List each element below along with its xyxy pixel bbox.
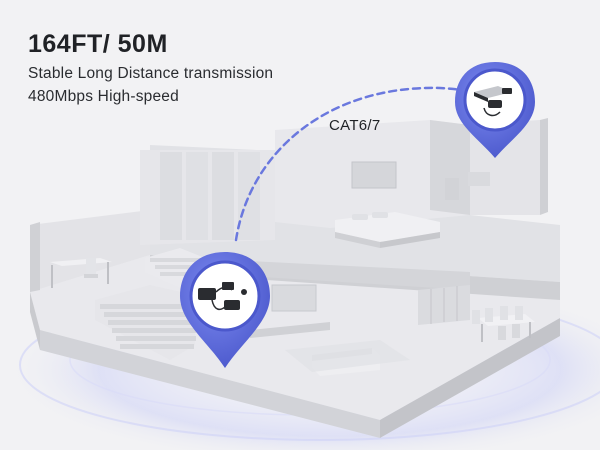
usb-extender-device-icon bbox=[198, 282, 247, 311]
living-room bbox=[250, 284, 470, 376]
location-pin-icon bbox=[180, 252, 270, 368]
location-pin-icon bbox=[455, 62, 535, 158]
lower-staircase bbox=[95, 285, 196, 360]
usb-extender-device-icon bbox=[474, 86, 512, 117]
subtitle-line-1: Stable Long Distance transmission bbox=[28, 65, 274, 82]
headline: 164FT/ 50M bbox=[28, 30, 168, 58]
desk-and-chair bbox=[50, 258, 112, 288]
dining-set bbox=[472, 306, 535, 342]
subtitle-line-2: 480Mbps High-speed bbox=[28, 88, 179, 105]
cable-type-label: CAT6/7 bbox=[329, 117, 381, 134]
upper-walls bbox=[140, 118, 548, 245]
bed bbox=[335, 212, 440, 248]
